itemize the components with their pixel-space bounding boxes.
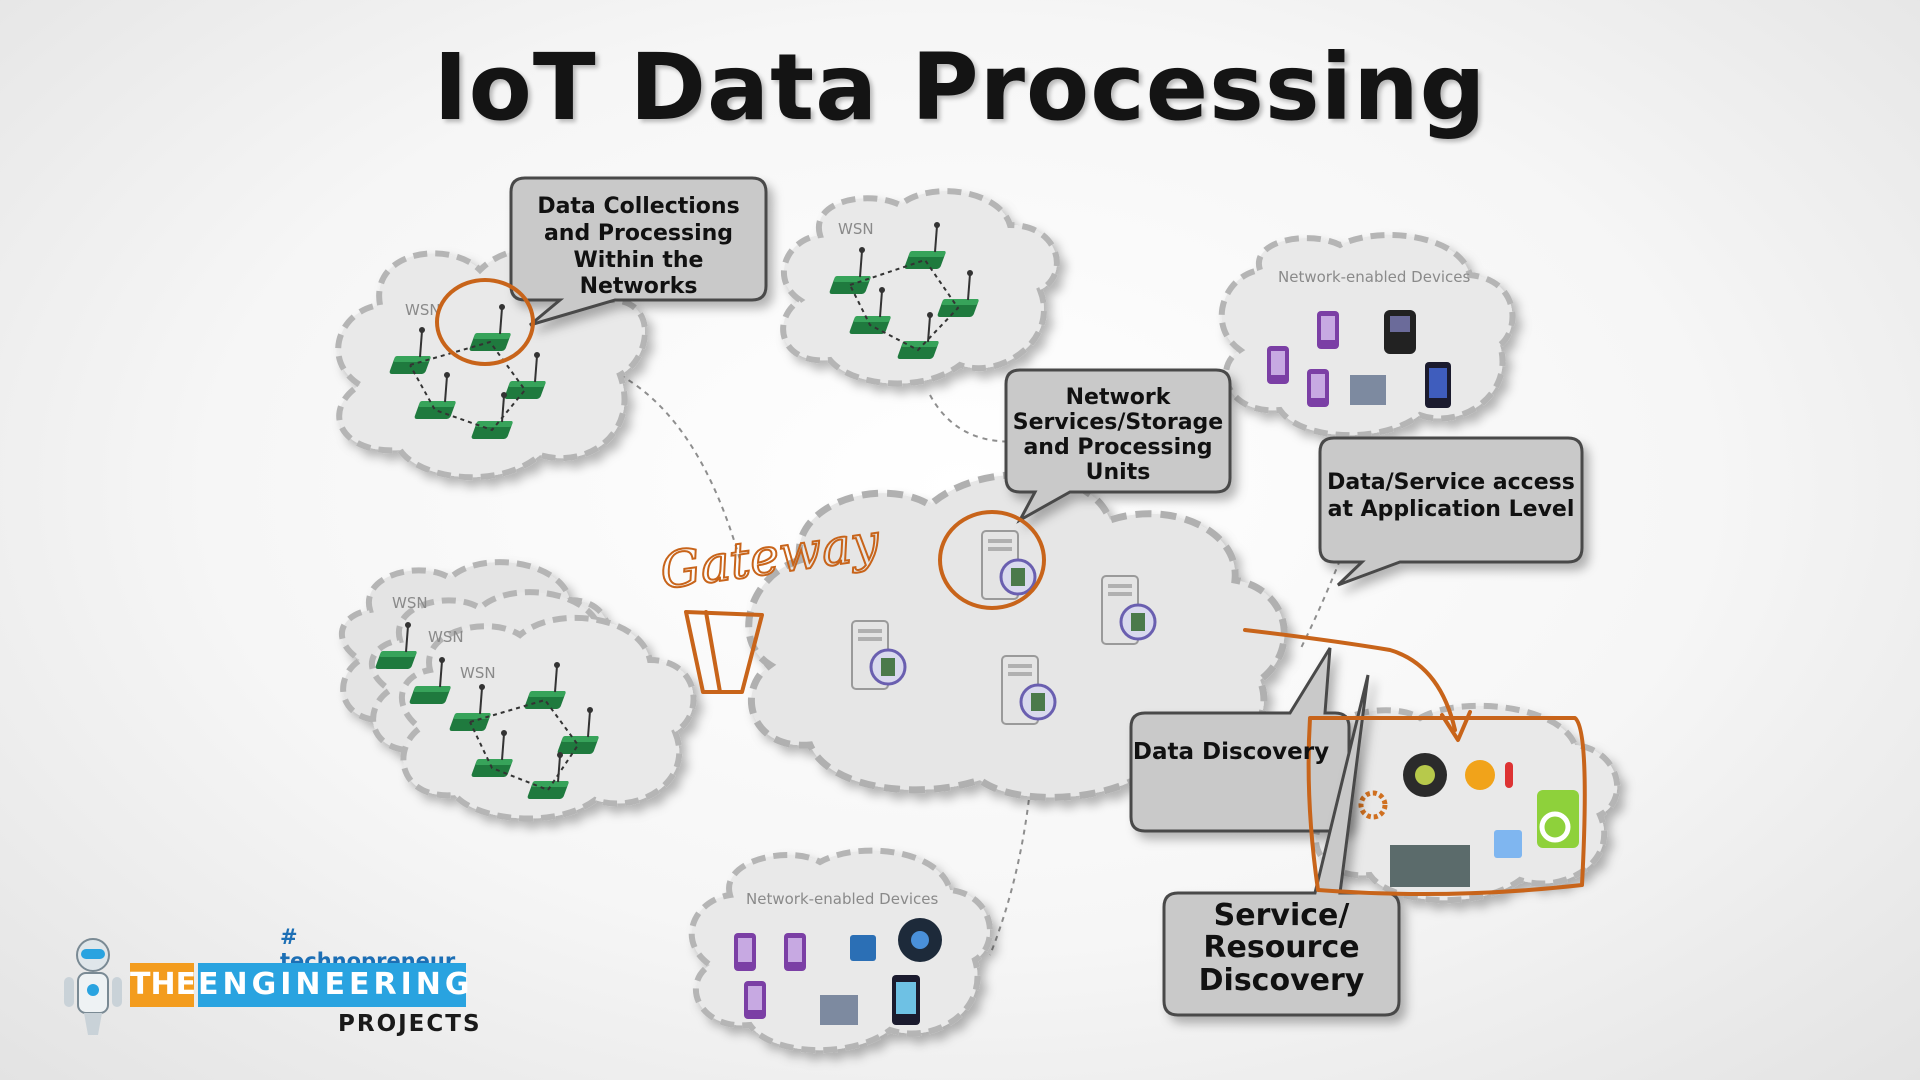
devices-top-right bbox=[1267, 310, 1451, 408]
application-icons bbox=[1358, 753, 1579, 887]
devices-label: Network-enabled Devices bbox=[746, 890, 938, 908]
callout-network-services bbox=[1004, 368, 1232, 524]
engineering-projects-logo: # technopreneur THE ENGINEERING PROJECTS bbox=[58, 925, 480, 1045]
wsn-label: WSN bbox=[838, 220, 874, 238]
callout-text-data-collections: Data Collections and Processing Within t… bbox=[537, 194, 740, 300]
devices-bottom bbox=[734, 918, 942, 1025]
application-cloud bbox=[1304, 702, 1621, 904]
devices-cloud-top-right bbox=[1218, 232, 1516, 439]
logo-engineering: ENGINEERING bbox=[198, 963, 469, 1007]
devices-label: Network-enabled Devices bbox=[1278, 268, 1470, 286]
wsn-label: WSN bbox=[428, 628, 464, 646]
robot-mascot-icon bbox=[64, 938, 122, 1035]
wsn-nodes-left-stack bbox=[373, 621, 601, 800]
wsn-label: WSN bbox=[460, 664, 496, 682]
wsn-cloud-top-middle bbox=[780, 188, 1060, 387]
page-title: IoT Data Processing bbox=[433, 34, 1487, 141]
wsn-label: WSN bbox=[392, 594, 428, 612]
callout-text-service-resource-discovery: Service/ Resource Discovery bbox=[1198, 898, 1365, 998]
callout-text-data-discovery: Data Discovery bbox=[1132, 739, 1330, 765]
callout-data-collections bbox=[509, 176, 768, 327]
wsn-label: WSN bbox=[405, 301, 441, 319]
wsn-nodes-top-left bbox=[387, 303, 548, 440]
logo-the: THE bbox=[130, 963, 196, 1007]
wsn-nodes-top-middle bbox=[827, 221, 981, 360]
logo-projects: PROJECTS bbox=[338, 1011, 482, 1037]
callout-data-service-access bbox=[1318, 436, 1584, 587]
callout-text-network-services: Network Services/Storage and Processing … bbox=[1012, 385, 1224, 485]
callout-text-data-service-access: Data/Service access at Application Level bbox=[1327, 470, 1575, 522]
handwritten-annotations bbox=[435, 278, 1587, 896]
